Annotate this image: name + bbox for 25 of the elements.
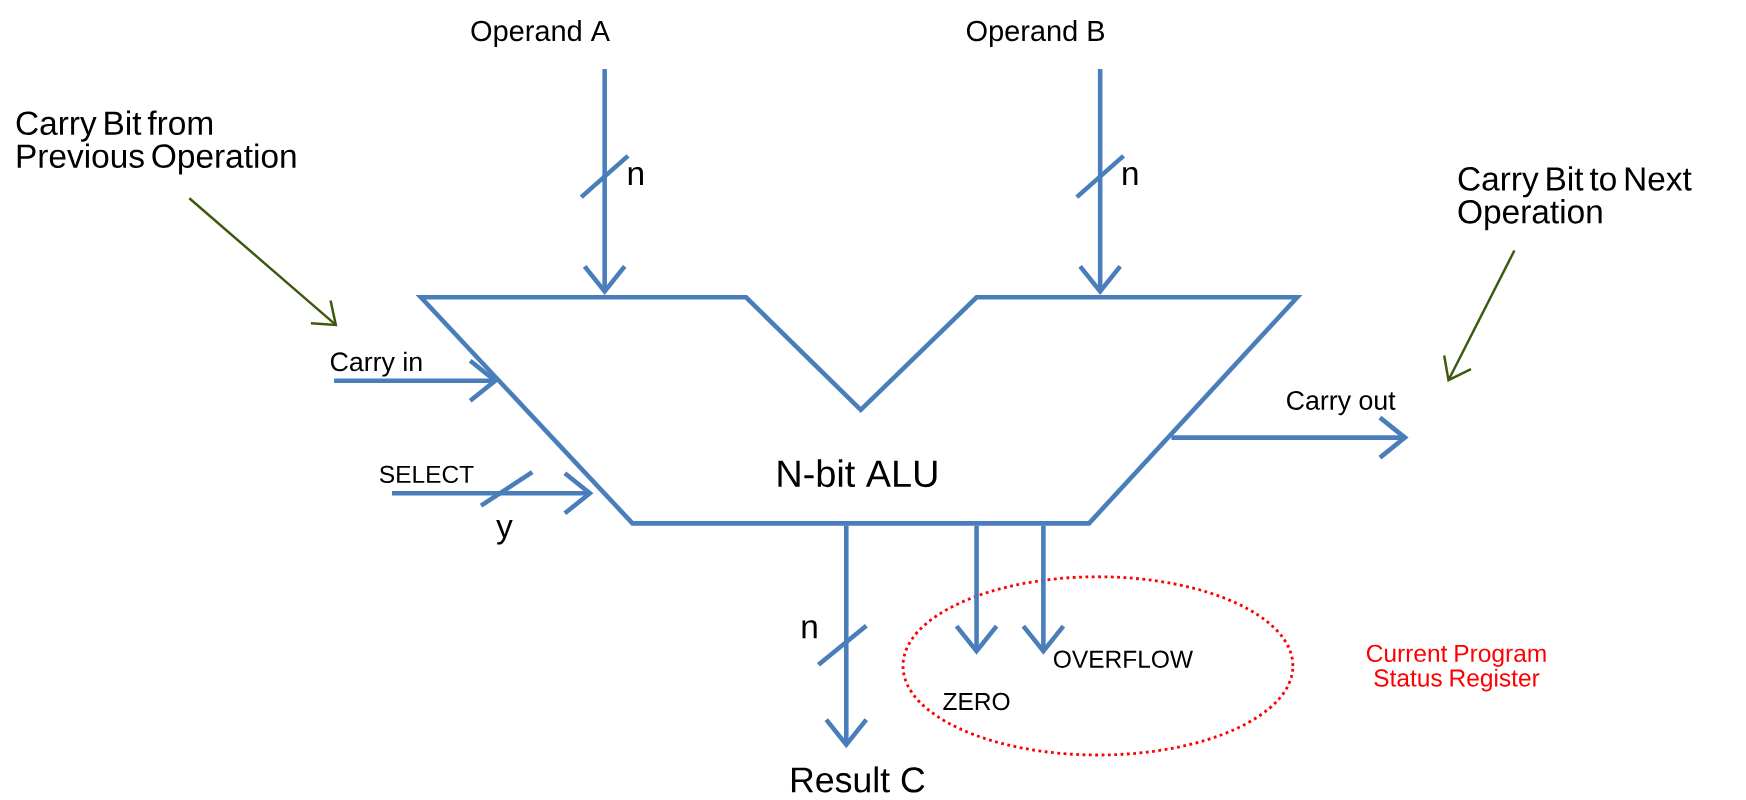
leader-arrow	[188, 197, 338, 327]
signal-arrow	[1021, 525, 1066, 655]
signal-label: Carry in	[330, 351, 422, 377]
signal-label: Operand A	[471, 20, 610, 48]
bus-width-label: n	[1123, 167, 1138, 186]
bus-width-label: y	[496, 520, 513, 545]
signal-arrow	[954, 525, 999, 655]
signal-label: OVERFLOW	[1053, 650, 1193, 669]
signal-label: Result C	[792, 766, 925, 793]
signal-label: ZERO	[943, 693, 1010, 711]
note-text: Carry Bit to Next Operation	[1458, 166, 1692, 231]
signal-label: Operand B	[966, 20, 1105, 48]
note-text: Carry Bit from Previous Operation	[16, 110, 296, 175]
signal-label: Carry out	[1287, 391, 1396, 416]
signal-arrow	[1078, 69, 1122, 296]
signal-arrow	[1171, 416, 1409, 460]
signal-arrow	[391, 471, 594, 516]
leader-arrow	[1443, 250, 1516, 383]
bus-width-label: n	[802, 620, 817, 639]
signal-arrow	[582, 69, 627, 296]
signal-arrow	[824, 525, 869, 749]
bus-width-label: n	[628, 167, 643, 186]
node-label: Current Program Status Register	[1366, 644, 1546, 692]
signal-arrow	[334, 359, 499, 403]
signal-label: SELECT	[379, 465, 474, 484]
